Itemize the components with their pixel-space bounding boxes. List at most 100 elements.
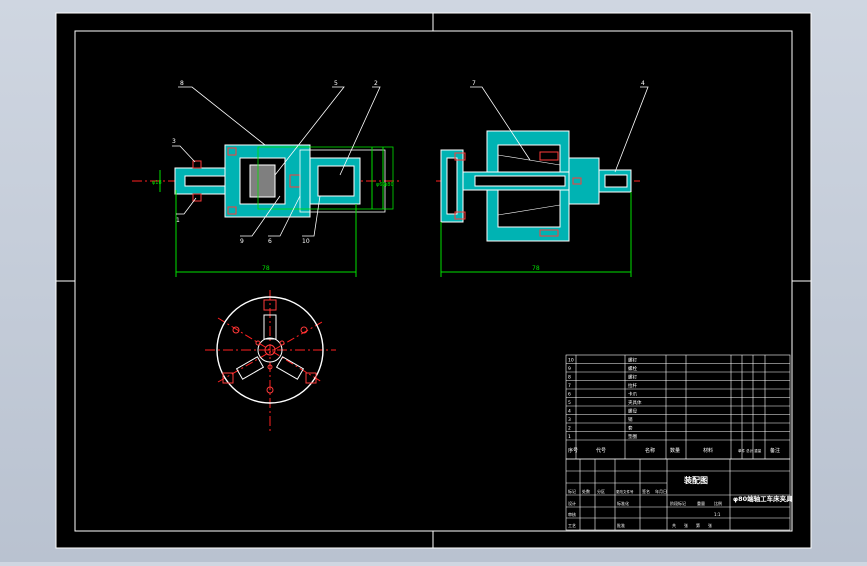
parts-row-no: 5 bbox=[568, 400, 571, 406]
stage-mark: 阶段标记 bbox=[670, 500, 686, 506]
flange-screw-bottom bbox=[454, 211, 466, 220]
parts-row-no: 1 bbox=[568, 434, 571, 440]
bolt-hole-3 bbox=[266, 386, 274, 394]
screw-bottom bbox=[192, 193, 202, 202]
sheet-total-unit: 张 bbox=[684, 522, 688, 528]
jaw-top-slot bbox=[263, 299, 277, 311]
dim-diameter-2-text: φ80 bbox=[384, 182, 394, 188]
chuck-center-hub bbox=[257, 337, 283, 363]
rev-date: 年月日 bbox=[655, 488, 667, 494]
parts-row-name: 销 bbox=[628, 416, 633, 423]
balloon-7: 7 bbox=[472, 80, 476, 87]
dim-left-text: φ18 bbox=[152, 180, 162, 186]
nut-bore bbox=[604, 174, 628, 188]
bolt-hole-2 bbox=[300, 326, 308, 334]
header-qty: 数量 bbox=[670, 447, 680, 454]
parts-row-name: 拉杆 bbox=[628, 382, 637, 389]
stage-scale: 比例 bbox=[714, 500, 722, 506]
balloon-4: 4 bbox=[641, 80, 645, 87]
header-note: 备注 bbox=[770, 447, 780, 454]
leader-3 bbox=[172, 145, 196, 163]
parts-row-no: 2 bbox=[568, 426, 571, 432]
header-name: 名称 bbox=[645, 447, 655, 454]
leader-8 bbox=[178, 86, 266, 146]
scale-value: 1:1 bbox=[714, 512, 721, 517]
rev-sign: 签名 bbox=[642, 488, 650, 494]
parts-row-no: 8 bbox=[568, 375, 571, 381]
jaw-right-slot bbox=[305, 372, 317, 384]
sig-process: 工艺 bbox=[568, 523, 576, 528]
end-cap-section bbox=[568, 157, 600, 205]
parts-row-name: 夹具体 bbox=[628, 399, 642, 406]
pin-right bbox=[572, 177, 582, 185]
drawing-sheet-background bbox=[56, 13, 811, 548]
bolt-hole-1 bbox=[232, 326, 240, 334]
header-material: 材料 bbox=[703, 447, 713, 454]
leader-5 bbox=[274, 86, 345, 176]
parts-row-name: 螺钉 bbox=[628, 357, 637, 364]
parts-row-name: 螺栓 bbox=[628, 365, 637, 372]
sheet-total: 共 bbox=[672, 522, 676, 528]
parts-row-name: 套 bbox=[628, 425, 633, 432]
parts-row-name: 螺钉 bbox=[628, 374, 637, 381]
title-block-text: 序号 代号 名称 数量 材料 单件 总计 重量 备注 装配图 φ80端轴工车床夹… bbox=[568, 447, 793, 528]
leader-4 bbox=[614, 86, 649, 173]
chuck-outer-circle bbox=[216, 296, 324, 404]
body-screw-top bbox=[539, 151, 559, 161]
parts-row-name: 垫圈 bbox=[628, 433, 637, 440]
leader-2 bbox=[339, 86, 381, 176]
screw-top bbox=[192, 160, 202, 169]
parts-row-no: 6 bbox=[568, 392, 571, 398]
balloon-8: 8 bbox=[180, 80, 184, 87]
end-view-diagonal-1 bbox=[217, 321, 323, 383]
screw-hole-2 bbox=[279, 340, 285, 346]
balloon-3: 3 bbox=[172, 138, 176, 145]
screw-hole-3 bbox=[267, 364, 273, 370]
left-section-view: φ60 φ80 φ18 78 8 5 2 3 1 9 6 10 bbox=[132, 80, 400, 277]
sleeve-bore bbox=[317, 165, 355, 197]
sig-standard: 标准化 bbox=[617, 500, 629, 506]
end-view-diagonal-2 bbox=[217, 317, 323, 383]
bolt-top bbox=[227, 147, 237, 156]
leader-7 bbox=[470, 86, 531, 161]
balloon-6: 6 bbox=[268, 238, 272, 245]
jaw-edge-top bbox=[497, 154, 561, 166]
chuck-center-bore bbox=[264, 344, 276, 356]
rev-mark: 标记 bbox=[568, 488, 576, 494]
balloon-2: 2 bbox=[374, 80, 378, 87]
shaft-bore bbox=[184, 175, 226, 187]
pull-rod-bore bbox=[474, 175, 566, 187]
sig-review: 审核 bbox=[568, 511, 576, 517]
rev-count: 处数 bbox=[582, 488, 590, 494]
parts-row-name: 螺母 bbox=[628, 408, 637, 415]
dim-diameter-1-text: φ60 bbox=[376, 182, 386, 188]
sheet-no: 第 bbox=[696, 522, 700, 528]
parts-row-name: 卡爪 bbox=[628, 391, 637, 398]
header-code: 代号 bbox=[596, 447, 606, 454]
dim-overall-length-text: 78 bbox=[262, 265, 270, 272]
parts-row-no: 3 bbox=[568, 417, 571, 423]
drawing-title: 装配图 bbox=[683, 475, 708, 485]
bolt-bottom bbox=[227, 206, 237, 215]
title-block bbox=[565, 354, 791, 531]
leader-6 bbox=[268, 195, 301, 237]
right-section-view: 78 7 4 bbox=[436, 80, 649, 277]
rev-zone: 分区 bbox=[597, 488, 605, 494]
parts-row-no: 9 bbox=[568, 366, 571, 372]
screw-hole-1 bbox=[255, 340, 261, 346]
flange-recess bbox=[446, 157, 458, 215]
header-no: 序号 bbox=[568, 447, 578, 454]
jaw-left-slot bbox=[222, 372, 234, 384]
jaw-right bbox=[275, 356, 305, 380]
rev-doc: 更改文件号 bbox=[616, 489, 634, 494]
body-screw-bottom bbox=[539, 229, 559, 237]
product-name: φ80端轴工车床夹具 bbox=[733, 494, 793, 503]
parts-row-no: 7 bbox=[568, 383, 571, 389]
sheet-no-unit: 张 bbox=[708, 522, 712, 528]
title-block-frame bbox=[565, 458, 791, 531]
balloon-1: 1 bbox=[176, 217, 180, 224]
sig-approve: 批准 bbox=[617, 522, 625, 528]
parts-row-no: 10 bbox=[568, 358, 574, 364]
